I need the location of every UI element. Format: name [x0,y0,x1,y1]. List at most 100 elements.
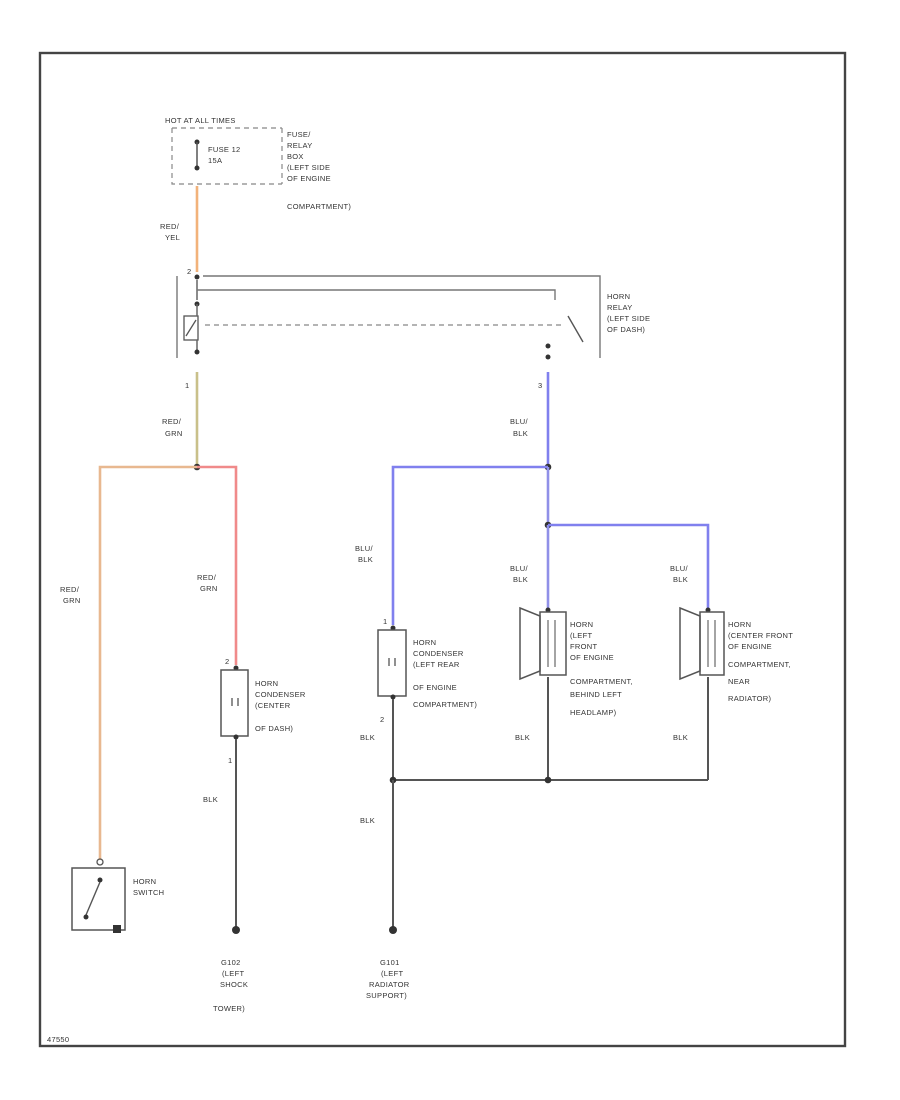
ground-g101-label-2: (LEFT [381,969,403,978]
condenser-engine-label-4: OF ENGINE [413,683,457,692]
relay-switch-terminal-a [545,343,551,349]
horn-left-bell-icon [519,606,541,681]
fuse-box-location-2: RELAY [287,141,313,150]
horn-center-label-5: NEAR [728,677,750,686]
wire-label-condenser-dash-2: GRN [200,584,218,593]
condenser-dash-label-1: HORN [255,679,278,688]
relay-switch-contact-icon [567,315,584,343]
fuse-box-location-4: (LEFT SIDE [287,163,330,172]
wire-label-horn-center-ground: BLK [673,733,688,742]
relay-switch-terminal-b [545,354,551,360]
wire-red-grn-condenser [197,465,238,665]
ground-g101-label-3: RADIATOR [369,980,410,989]
diagram-frame [38,51,847,1048]
wire-label-condenser-dash-ground: BLK [203,795,218,804]
horn-switch-label-2: SWITCH [133,888,164,897]
horn-switch-label-1: HORN [133,877,156,886]
ground-g101-label-1: G101 [380,958,400,967]
horn-center-body-icon [699,611,725,676]
condenser-engine-terminal-bottom [390,694,396,700]
relay-coil-icon [183,315,199,341]
fuse-terminal-bottom [194,165,200,171]
wire-label-horn-left-ground: BLK [515,733,530,742]
horn-left-label-7: HEADLAMP) [570,708,617,717]
condenser-engine-pin-1: 1 [383,617,387,626]
ground-g101-label-4: SUPPORT) [366,991,407,1000]
ground-g102-label-2: (LEFT [222,969,244,978]
wire-label-red-yel-1: RED/ [160,222,180,231]
fuse-box-header: HOT AT ALL TIMES [165,116,236,125]
condenser-engine-label-5: COMPARTMENT) [413,700,477,709]
horn-condenser-engine: 1 HORN CONDENSER (LEFT REAR OF ENGINE CO… [377,617,477,724]
horn-center-label-1: HORN [728,620,751,629]
wire-label-relay-right-1: BLU/ [510,417,528,426]
wire-label-condenser-engine-2: BLK [358,555,373,564]
wire-label-condenser-engine-ground: BLK [360,733,375,742]
relay-terminal-top [194,274,200,280]
wire-label-relay-out-2: GRN [165,429,183,438]
horn-switch-contact-icon [85,881,101,916]
fuse-box-location-5: OF ENGINE [287,174,331,183]
relay-location-3: (LEFT SIDE [607,314,650,323]
wire-label-switch-2: GRN [63,596,81,605]
fuse-box-location-1: FUSE/ [287,130,311,139]
wire-label-horn-center-1: BLU/ [670,564,688,573]
condenser-engine-label-2: CONDENSER [413,649,464,658]
wire-blu-blk-condenser [391,465,548,625]
horn-center-label-6: RADIATOR) [728,694,771,703]
fuse-box-location-6: COMPARTMENT) [287,202,351,211]
relay-pin-3: 3 [538,381,542,390]
relay-pin-2: 2 [187,267,191,276]
fuse-box: HOT AT ALL TIMES FUSE 12 15A FUSE/ RELAY… [165,116,351,211]
splice-ground-center [544,776,552,784]
relay-location-4: OF DASH) [607,325,645,334]
condenser-engine-label-1: HORN [413,638,436,647]
horn-left: HORN (LEFT FRONT OF ENGINE COMPARTMENT, … [519,606,633,717]
horn-left-label-6: BEHIND LEFT [570,690,622,699]
relay-location-1: HORN [607,292,630,301]
horn-left-label-5: COMPARTMENT, [570,677,633,686]
condenser-dash-label-4: OF DASH) [255,724,293,733]
condenser-engine-label-3: (LEFT REAR [413,660,460,669]
condenser-dash-label-3: (CENTER [255,701,291,710]
relay-coil-diagonal [185,319,197,337]
wire-blu-blk-horn-center [548,523,710,608]
fuse-box-outline [171,128,282,185]
horn-center-label-2: (CENTER FRONT [728,631,793,640]
horn-switch-contact-top [97,877,103,883]
horn-center-label-3: OF ENGINE [728,642,772,651]
wire-label-condenser-dash-1: RED/ [197,573,217,582]
horn-switch-housing [71,867,126,931]
horn-switch-terminal [96,858,104,866]
horn-left-label-4: OF ENGINE [570,653,614,662]
condenser-dash-housing [220,669,249,737]
horn-switch: HORN SWITCH [71,858,164,933]
fuse-label-line1: FUSE 12 [208,145,241,154]
condenser-engine-pin-2: 2 [380,715,384,724]
condenser-engine-housing [377,629,407,697]
ground-g102-label-1: G102 [221,958,241,967]
horn-left-label-1: HORN [570,620,593,629]
fuse-box-location-3: BOX [287,152,304,161]
ground-g102-label-4: TOWER) [213,1004,245,1013]
condenser-dash-label-2: CONDENSER [255,690,306,699]
relay-location-2: RELAY [607,303,633,312]
relay-switch-feed [197,289,556,300]
condenser-dash-terminal-bottom [233,734,239,740]
wire-red-grn-switch [98,465,197,860]
wire-label-horn-center-2: BLK [673,575,688,584]
horn-left-label-2: (LEFT [570,631,592,640]
horn-relay: 2 HORN RELAY (LEFT SIDE OF DASH) 1 3 [176,267,650,390]
wire-label-condenser-engine-1: BLU/ [355,544,373,553]
wire-label-relay-out-1: RED/ [162,417,182,426]
horn-switch-ground-icon [113,925,121,933]
horn-center-bell-icon [679,606,701,681]
wire-label-horn-left-1: BLU/ [510,564,528,573]
relay-coil-terminal [194,349,200,355]
horn-left-label-3: FRONT [570,642,597,651]
wire-label-switch-1: RED/ [60,585,80,594]
condenser-dash-pin-1: 1 [228,756,232,765]
horn-center: HORN (CENTER FRONT OF ENGINE COMPARTMENT… [679,606,793,703]
ground-g101-icon [389,926,397,934]
